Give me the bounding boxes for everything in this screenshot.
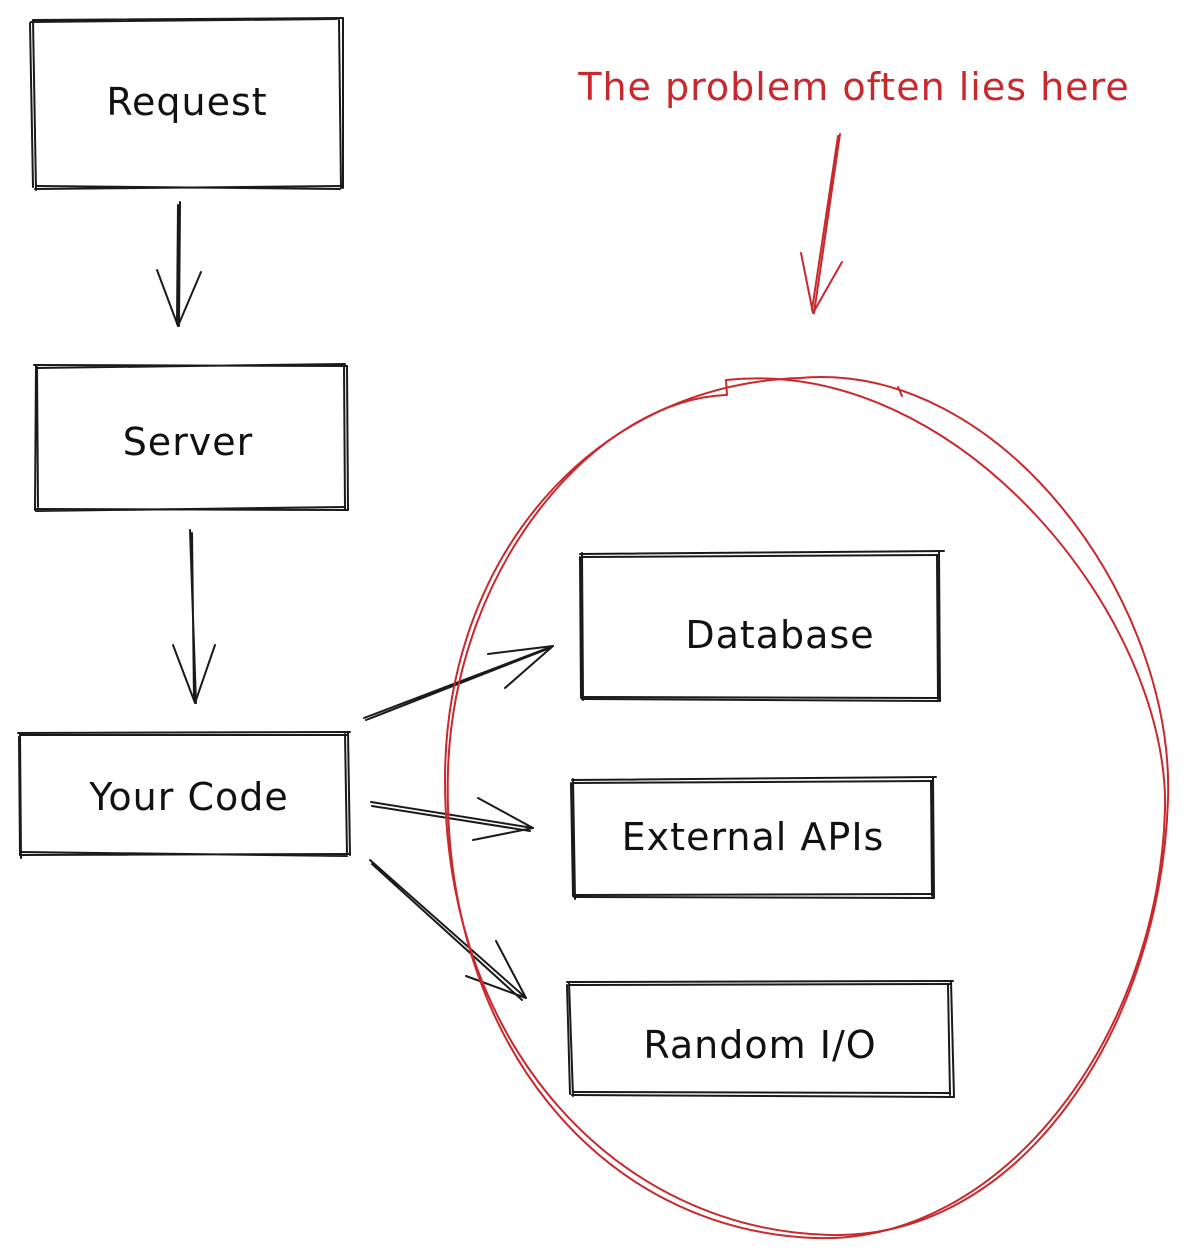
arrow-your-code-to-random-io bbox=[369, 859, 527, 1001]
arrow-request-to-server bbox=[156, 201, 202, 327]
request-label: Request bbox=[106, 80, 267, 124]
random-io-label: Random I/O bbox=[643, 1023, 876, 1067]
server-label: Server bbox=[123, 420, 254, 464]
database-node: Database bbox=[579, 550, 945, 702]
annotation-arrow-icon bbox=[800, 133, 843, 314]
database-label: Database bbox=[685, 613, 874, 657]
arrow-your-code-to-external-apis bbox=[370, 797, 534, 841]
server-node: Server bbox=[33, 363, 349, 512]
request-node: Request bbox=[29, 17, 344, 191]
annotation-text: The problem often lies here bbox=[577, 65, 1129, 109]
problem-circle bbox=[444, 376, 1170, 1240]
problem-annotation: The problem often lies here bbox=[444, 65, 1170, 1240]
random-io-node: Random I/O bbox=[566, 980, 955, 1098]
your-code-node: Your Code bbox=[17, 731, 351, 859]
external-apis-label: External APIs bbox=[622, 815, 885, 859]
arrow-server-to-your-code bbox=[172, 529, 216, 704]
external-apis-node: External APIs bbox=[570, 776, 937, 900]
your-code-label: Your Code bbox=[88, 775, 288, 819]
